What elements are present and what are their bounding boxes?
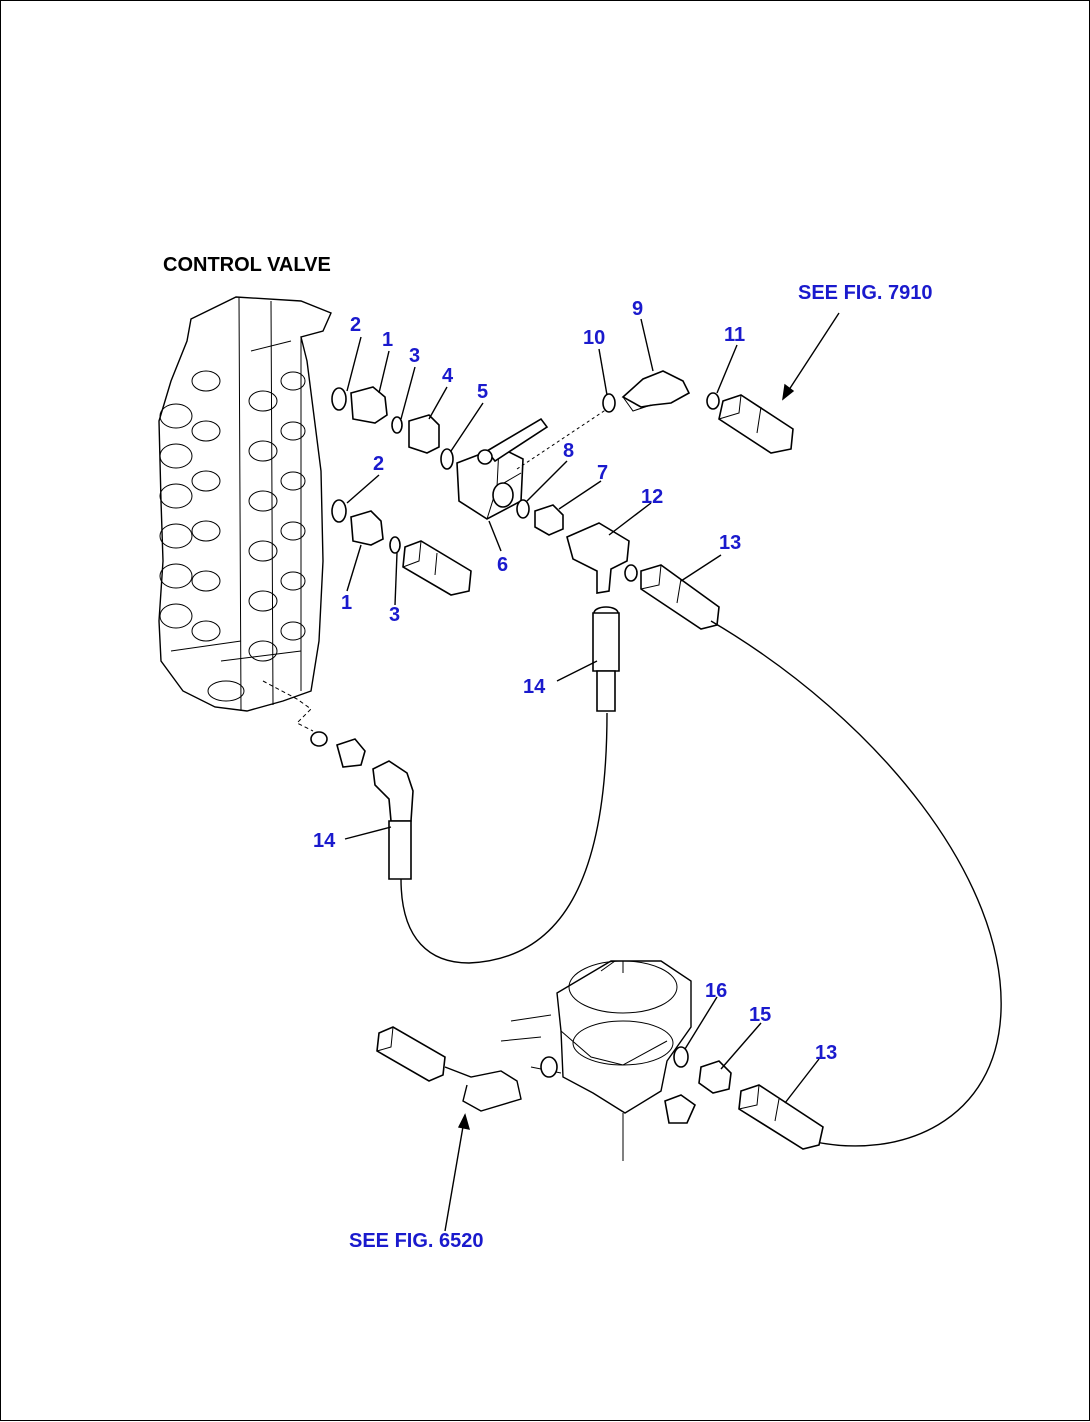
fitting-4[interactable]: [408, 414, 440, 454]
o-ring-2-upper[interactable]: [331, 387, 347, 411]
hose-end-13-upper[interactable]: [640, 564, 720, 630]
hose-end-upper-right[interactable]: [718, 394, 794, 454]
elbow-hose-14[interactable]: [372, 760, 414, 822]
tee-row: [516, 499, 720, 630]
o-ring-2-lower[interactable]: [331, 499, 347, 523]
hose-end-lower-left[interactable]: [402, 540, 472, 596]
fitting-15[interactable]: [698, 1060, 732, 1094]
callout-2-upper: 2: [350, 314, 361, 336]
control-valve-body: [158, 296, 332, 712]
callout-15: 15: [749, 1004, 771, 1026]
fitting-7[interactable]: [534, 504, 564, 536]
elbow-9[interactable]: [621, 370, 691, 408]
callout-16: 16: [705, 980, 727, 1002]
o-ring-11[interactable]: [706, 392, 720, 410]
o-ring-lower-left[interactable]: [540, 1056, 558, 1078]
o-ring-8[interactable]: [516, 499, 530, 519]
upper-fitting-row: [331, 386, 549, 520]
callouts: 2 1 3 4 5 10 9 11 2 8 7 12 6 1 3 13 14 1…: [313, 298, 837, 1064]
callout-6: 6: [497, 554, 508, 576]
hose-14-line: [400, 712, 608, 964]
callout-10: 10: [583, 327, 605, 349]
callout-14-lower: 14: [313, 830, 336, 852]
callout-12: 12: [641, 486, 663, 508]
callout-9: 9: [632, 298, 643, 320]
o-ring-3-lower[interactable]: [389, 536, 401, 554]
leader-lines: [344, 312, 840, 1232]
hose-end-lower-left-pump[interactable]: [376, 1026, 446, 1082]
lower-valve-assembly: [376, 960, 824, 1161]
callout-5: 5: [477, 381, 488, 403]
lower-left-fitting-row: [331, 499, 472, 596]
callout-7: 7: [597, 462, 608, 484]
o-ring-10[interactable]: [602, 393, 616, 413]
fitting-1-lower[interactable]: [350, 510, 384, 546]
callout-13-upper: 13: [719, 532, 741, 554]
tee-12[interactable]: [566, 522, 630, 594]
callout-1-lower: 1: [341, 592, 352, 614]
upper-right-fittings: [516, 370, 794, 470]
callout-2-lower: 2: [373, 453, 384, 475]
o-ring-5[interactable]: [440, 448, 454, 470]
hose-13-line: [710, 620, 1002, 1147]
o-ring-lower-valve[interactable]: [310, 731, 328, 747]
lower-valve-fittings: [262, 680, 414, 880]
callout-3-lower: 3: [389, 604, 400, 626]
callout-1-upper: 1: [382, 329, 393, 351]
o-ring-16[interactable]: [673, 1046, 689, 1068]
callout-3-upper: 3: [409, 345, 420, 367]
hose-end-13-lower[interactable]: [738, 1084, 824, 1150]
callout-11: 11: [724, 324, 745, 346]
hose-14-upper: [592, 606, 620, 712]
see-fig-6520-label[interactable]: SEE FIG. 6520: [349, 1230, 484, 1252]
fitting-1-upper[interactable]: [350, 386, 388, 424]
see-fig-7910-label[interactable]: SEE FIG. 7910: [798, 282, 933, 304]
callout-14-upper: 14: [523, 676, 546, 698]
callout-13-lower: 13: [815, 1042, 837, 1064]
o-ring-3-upper[interactable]: [391, 416, 403, 434]
diagram-title: CONTROL VALVE: [163, 254, 331, 276]
callout-8: 8: [563, 440, 574, 462]
callout-4: 4: [442, 365, 454, 387]
